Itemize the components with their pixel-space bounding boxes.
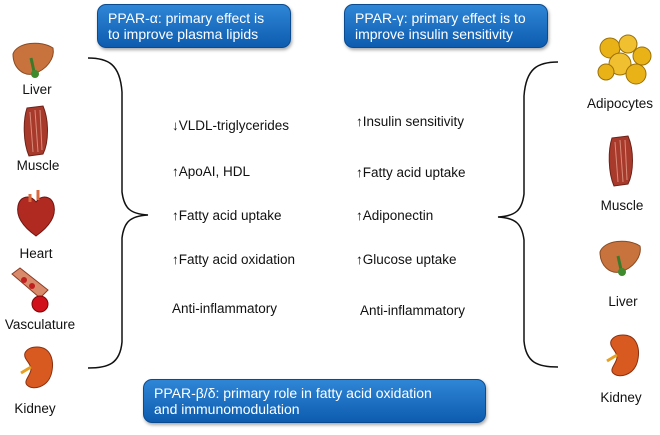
ppar-gamma-box: PPAR-γ: primary effect is to improve ins… [344,4,548,48]
liver-icon [599,240,641,276]
left-organ-label-liver: Liver [22,82,52,97]
ppar-beta-delta-line1: PPAR-β/δ: primary role in fatty acid oxi… [154,385,432,401]
left-brace [87,57,149,369]
adipocytes-icon [597,34,652,85]
alpha-effect-2: ↑ApoAI, HDL [172,164,251,179]
muscle-icon [23,105,48,157]
heart-icon [17,190,55,237]
ppar-gamma-line1: PPAR-γ: primary effect is to [355,10,526,26]
ppar-beta-delta-line2: and immunomodulation [154,401,300,417]
ppar-gamma-line2: improve insulin sensitivity [355,26,513,42]
ppar-alpha-box: PPAR-α: primary effect is to improve pla… [97,4,291,48]
vasculature-icon [11,267,49,313]
ppar-alpha-line2: to improve plasma lipids [108,26,259,42]
left-organ-label-vasculature: Vasculature [4,317,76,332]
right-organ-label-liver: Liver [608,294,638,309]
ppar-beta-delta-box: PPAR-β/δ: primary role in fatty acid oxi… [143,379,486,423]
right-organ-label-kidney: Kidney [600,390,642,405]
left-organ-label-kidney: Kidney [14,401,56,416]
kidney-icon [20,346,53,389]
ppar-alpha-line1: PPAR-α: primary effect is [108,10,265,26]
right-brace [497,61,559,368]
alpha-effect-5: Anti-inflammatory [172,301,278,316]
gamma-effect-3: ↑Adiponectin [356,208,434,223]
gamma-effect-5: Anti-inflammatory [360,303,466,318]
liver-icon [12,42,54,78]
kidney-icon [606,334,639,377]
gamma-effect-4: ↑Glucose uptake [356,252,457,267]
muscle-icon [608,135,633,187]
alpha-effect-3: ↑Fatty acid uptake [172,208,282,223]
right-organ-label-adipocytes: Adipocytes [586,96,654,111]
gamma-effect-2: ↑Fatty acid uptake [356,165,466,180]
left-organ-label-muscle: Muscle [16,158,60,173]
alpha-effect-1: ↓VLDL-triglycerides [172,118,290,133]
alpha-effect-4: ↑Fatty acid oxidation [172,252,296,267]
right-organ-label-muscle: Muscle [600,198,644,213]
gamma-effect-1: ↑Insulin sensitivity [356,114,465,129]
left-organ-label-heart: Heart [19,246,53,261]
